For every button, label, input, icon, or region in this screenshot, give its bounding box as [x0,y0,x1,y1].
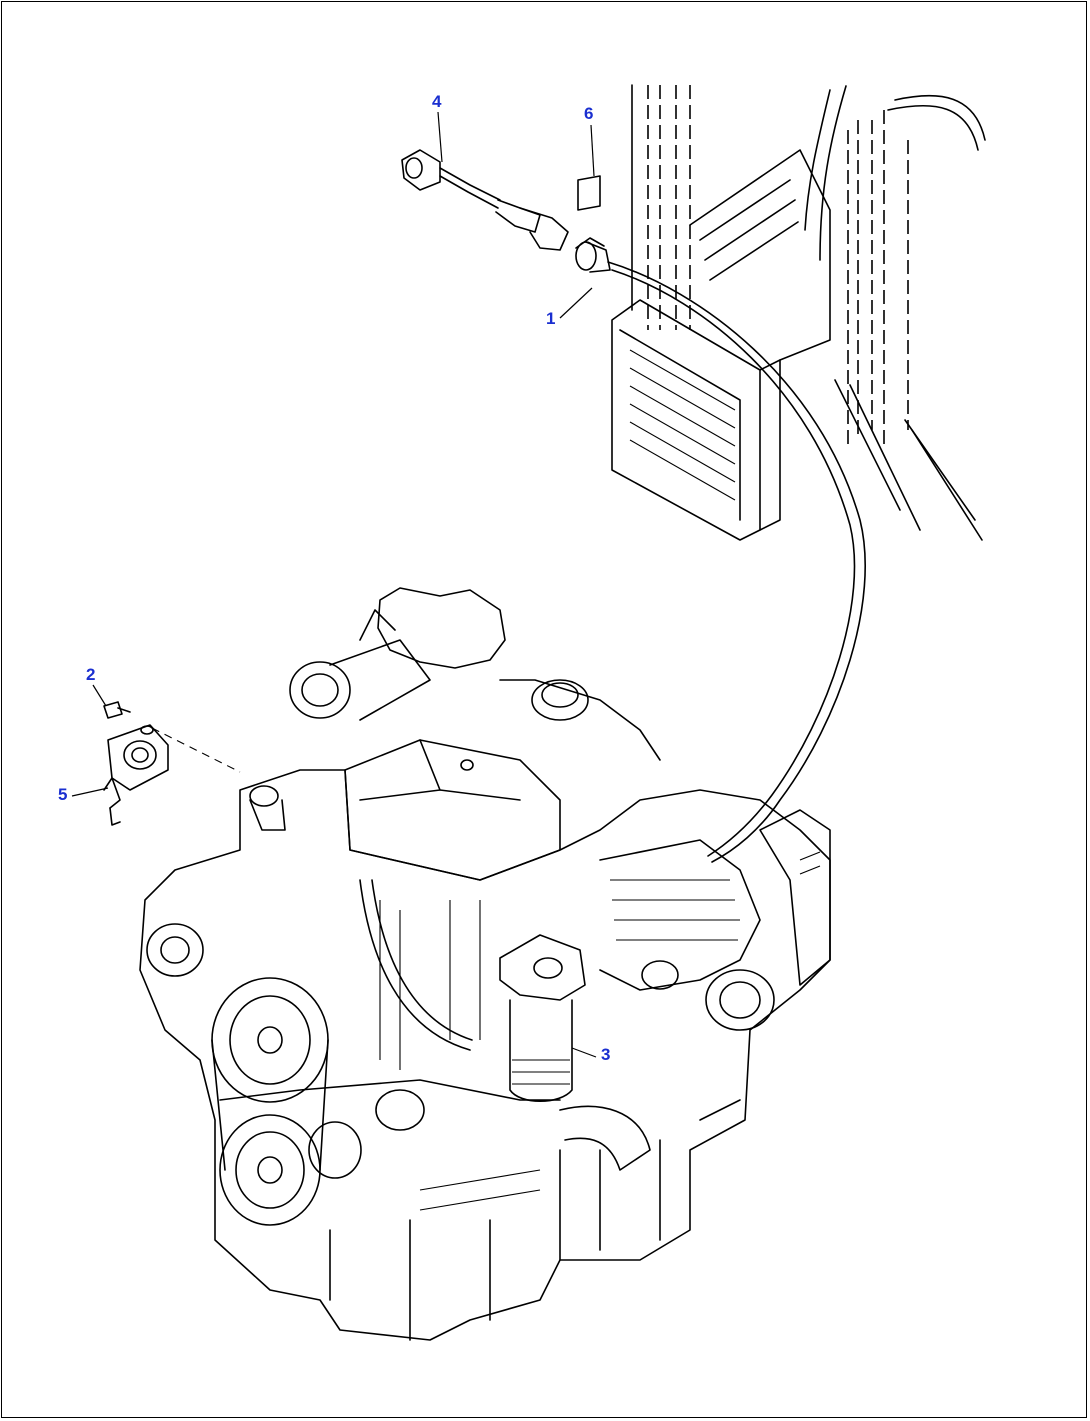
connector-cable-part [401,149,569,251]
leader-lines [71,111,597,1058]
engine-assembly [139,587,831,1341]
callout-6: 6 [584,104,594,123]
callout-5: 5 [58,785,68,804]
callout-3: 3 [601,1045,611,1064]
bolt-part [103,701,131,719]
callout-1: 1 [546,309,556,328]
cab-structure [611,84,986,541]
speed-cable [575,237,866,863]
bracket-part [103,724,241,826]
callout-4: 4 [432,92,442,111]
callout-2: 2 [86,665,96,684]
plate-part [577,175,601,211]
